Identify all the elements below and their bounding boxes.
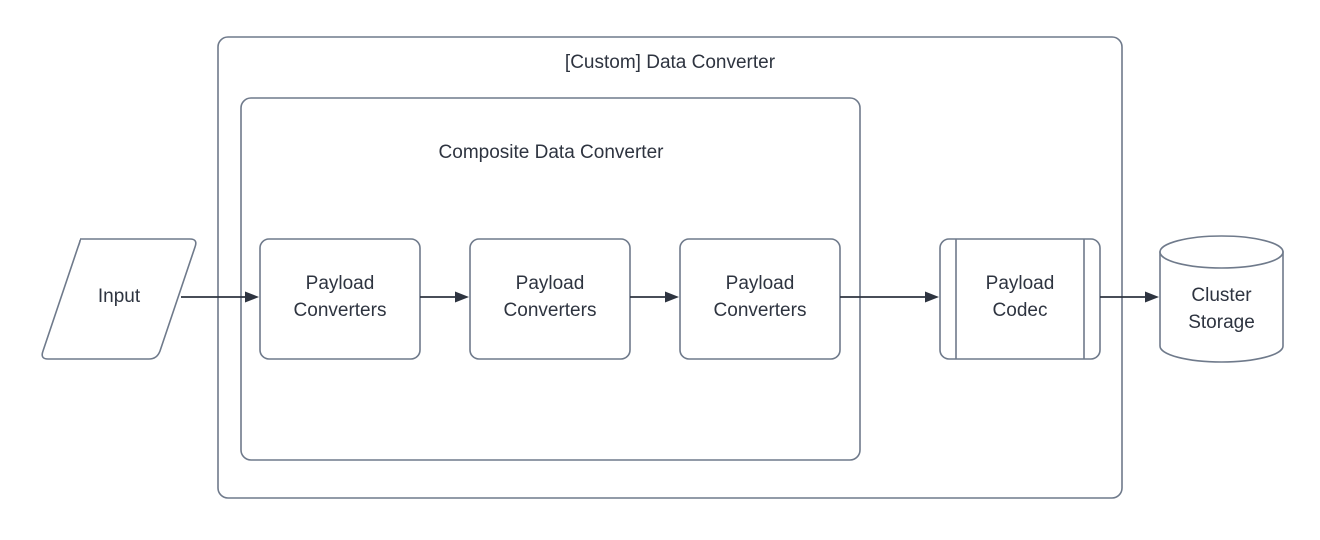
cluster-storage-label-line1: Cluster xyxy=(1191,285,1252,306)
edge-converters-2-to-converters-3 xyxy=(630,291,679,303)
payload-converters-3-label-line2: Converters xyxy=(714,300,807,321)
outer-container-title: [Custom] Data Converter xyxy=(565,52,776,73)
arrow-head-icon xyxy=(455,291,469,303)
payload-converters-2-label-line2: Converters xyxy=(504,300,597,321)
payload-converters-2-shape xyxy=(469,238,631,360)
payload-converters-3-label-line1: Payload xyxy=(726,273,795,294)
edge-converters-1-to-converters-2 xyxy=(420,291,469,303)
node-payload-codec[interactable]: Payload Codec xyxy=(939,238,1101,360)
payload-converters-1-shape xyxy=(259,238,421,360)
node-payload-converters-2[interactable]: Payload Converters xyxy=(469,238,631,360)
arrow-head-icon xyxy=(245,291,259,303)
node-payload-converters-1[interactable]: Payload Converters xyxy=(259,238,421,360)
payload-converters-2-label-line1: Payload xyxy=(516,273,585,294)
inner-container-title: Composite Data Converter xyxy=(439,142,665,163)
payload-codec-label-line1: Payload xyxy=(986,273,1055,294)
arrow-head-icon xyxy=(665,291,679,303)
payload-converters-1-label-line2: Converters xyxy=(294,300,387,321)
payload-converters-3-shape xyxy=(679,238,841,360)
node-cluster-storage[interactable]: Cluster Storage xyxy=(1159,235,1284,363)
arrow-head-icon xyxy=(925,291,939,303)
payload-converters-1-label-line1: Payload xyxy=(306,273,375,294)
edge-input-to-converters-1 xyxy=(181,291,259,303)
node-payload-converters-3[interactable]: Payload Converters xyxy=(679,238,841,360)
input-label: Input xyxy=(98,286,141,307)
node-input[interactable]: Input xyxy=(41,238,197,360)
edge-converters-3-to-payload-codec xyxy=(840,291,939,303)
cluster-storage-label-line2: Storage xyxy=(1188,312,1255,333)
edge-payload-codec-to-cluster-storage xyxy=(1100,291,1159,303)
input-parallelogram-shape xyxy=(41,238,197,360)
cluster-storage-body xyxy=(1159,251,1284,363)
cluster-storage-top-ellipse xyxy=(1159,235,1284,269)
payload-codec-label-line2: Codec xyxy=(993,300,1048,321)
payload-codec-shape xyxy=(939,238,1101,360)
arrow-head-icon xyxy=(1145,291,1159,303)
